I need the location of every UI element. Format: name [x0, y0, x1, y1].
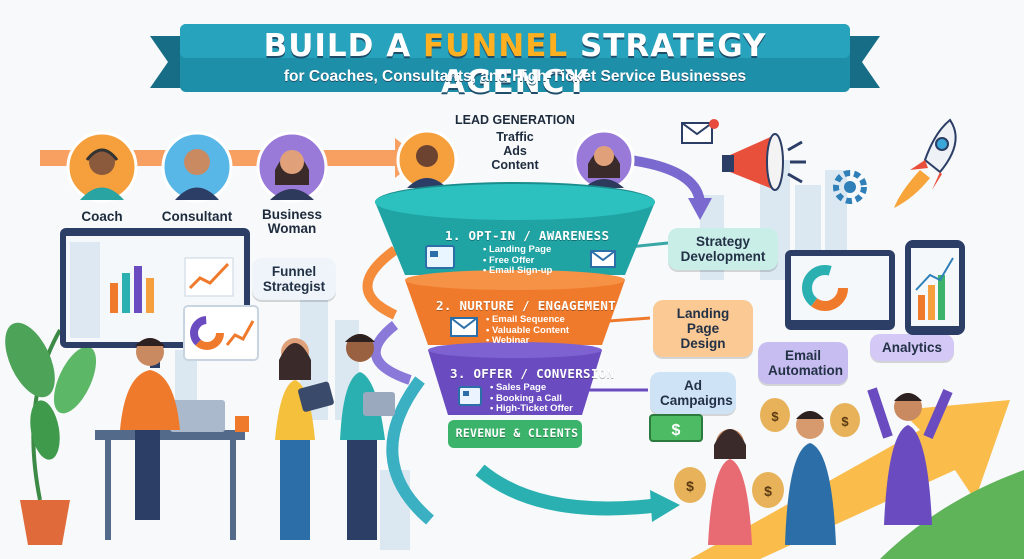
stage-item: Email Sign-up — [483, 265, 625, 277]
stage-item: Sales Page — [490, 382, 620, 394]
svg-text:$: $ — [841, 414, 849, 429]
megaphone-icon — [722, 133, 806, 191]
title-pre: BUILD A — [263, 28, 423, 64]
title-banner: BUILD A FUNNEL STRATEGY AGENCY for Coach… — [150, 18, 880, 100]
consultant-avatar-icon — [161, 131, 233, 203]
pie-chart-card-icon — [183, 305, 259, 361]
lead-generation-block: LEAD GENERATION Traffic Ads Content — [450, 113, 580, 172]
landing-page-icon — [425, 245, 455, 269]
svg-text:$: $ — [764, 483, 772, 499]
coach-avatar-icon — [66, 131, 138, 203]
svg-text:$: $ — [686, 478, 694, 494]
funnel-bottom-label: REVENUE & CLIENTS — [455, 426, 579, 440]
svg-text:$: $ — [672, 422, 681, 439]
role-label: Business Woman — [261, 207, 323, 236]
title-highlight: FUNNEL — [422, 28, 569, 64]
celebration-illustration: $ $ $ $ $ — [649, 387, 953, 545]
lead-item: Traffic — [496, 130, 534, 144]
stage-item: Email Sequence — [486, 314, 636, 326]
gear-icon — [833, 170, 867, 204]
funnel-stage-3: 3. OFFER / CONVERSION Sales Page Booking… — [450, 366, 620, 415]
role-coach: Coach — [65, 130, 139, 224]
landing-page-design-label: Landing Page Design — [653, 300, 753, 357]
funnel-strategist-label: Funnel Strategist — [252, 258, 336, 300]
stage-item: Landing Page — [483, 244, 625, 256]
analytics-label: Analytics — [870, 334, 954, 361]
email-icon — [450, 317, 478, 337]
stage-title: 3. OFFER / CONVERSION — [450, 366, 615, 381]
stage-item: Free Offer — [483, 255, 625, 267]
role-label: Coach — [81, 209, 123, 224]
email-automation-label: Email Automation — [758, 342, 848, 384]
devices-illustration — [785, 240, 965, 335]
mail-notification-icon — [681, 119, 719, 144]
funnel-stage-1: 1. OPT-IN / AWARENESS Landing Page Free … — [445, 228, 625, 277]
role-label: Consultant — [161, 209, 233, 224]
sales-page-icon — [458, 386, 482, 406]
envelope-icon — [590, 250, 616, 268]
svg-text:$: $ — [771, 409, 779, 424]
strategy-development-label: Strategy Development — [668, 228, 778, 270]
stage-items: Landing Page Free Offer Email Sign-up — [483, 244, 625, 277]
lead-item: Content — [491, 158, 539, 172]
business-woman-avatar-icon — [256, 131, 328, 203]
role-business-woman: Business Woman — [255, 130, 329, 236]
ad-campaigns-label: Ad Campaigns — [650, 372, 736, 414]
lead-generation-title: LEAD GENERATION — [455, 113, 575, 127]
title-post: STRATEGY AGENCY — [441, 28, 767, 100]
banner-ribbon — [150, 24, 880, 92]
stage-title: 1. OPT-IN / AWARENESS — [445, 228, 610, 243]
stage-items: Sales Page Booking a Call High-Ticket Of… — [490, 382, 620, 415]
stage-items: Email Sequence Valuable Content Webinar — [486, 314, 636, 347]
stage-item: Booking a Call — [490, 393, 620, 405]
stage-item: High-Ticket Offer — [490, 403, 620, 415]
funnel-stage-2: 2. NURTURE / ENGAGEMENT Email Sequence V… — [436, 298, 636, 347]
role-consultant: Consultant — [160, 130, 234, 224]
page-title: BUILD A FUNNEL STRATEGY AGENCY — [205, 28, 825, 100]
lead-item: Ads — [503, 144, 527, 158]
page-subtitle: for Coaches, Consultants, and High-Ticke… — [283, 68, 747, 85]
stage-title: 2. NURTURE / ENGAGEMENT — [436, 298, 616, 313]
stage-item: Webinar — [486, 335, 636, 347]
stage-item: Valuable Content — [486, 325, 636, 337]
rocket-icon — [894, 118, 957, 208]
team-working-illustration — [95, 334, 395, 540]
lead-avatar-left-icon — [396, 129, 458, 191]
